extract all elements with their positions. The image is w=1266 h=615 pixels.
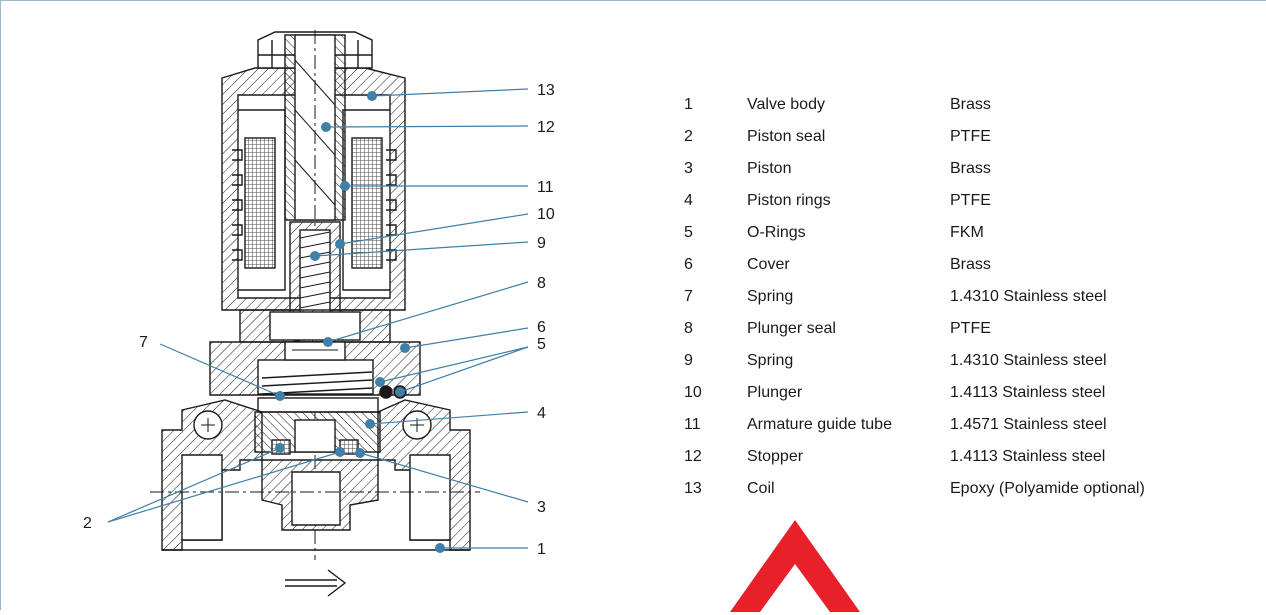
callout-7: 7 (139, 334, 148, 351)
callout-13: 13 (537, 82, 555, 99)
watermark-shape (730, 520, 860, 612)
callout-4: 4 (537, 405, 546, 422)
leader-dots (275, 91, 445, 553)
leader-lines (107, 88, 529, 549)
callout-6: 6 (537, 319, 546, 336)
cover (209, 309, 421, 396)
callout-12: 12 (537, 119, 555, 136)
piston (254, 371, 407, 455)
callout-8: 8 (537, 275, 546, 292)
callout-3: 3 (537, 499, 546, 516)
flow-arrow (285, 569, 347, 597)
callout-11: 11 (537, 179, 554, 196)
callout-9: 9 (537, 235, 546, 252)
callout-5: 5 (537, 336, 546, 353)
callout-1: 1 (537, 541, 546, 558)
callout-2: 2 (83, 515, 92, 532)
watermark-mark (700, 452, 890, 612)
callout-10: 10 (537, 206, 555, 223)
